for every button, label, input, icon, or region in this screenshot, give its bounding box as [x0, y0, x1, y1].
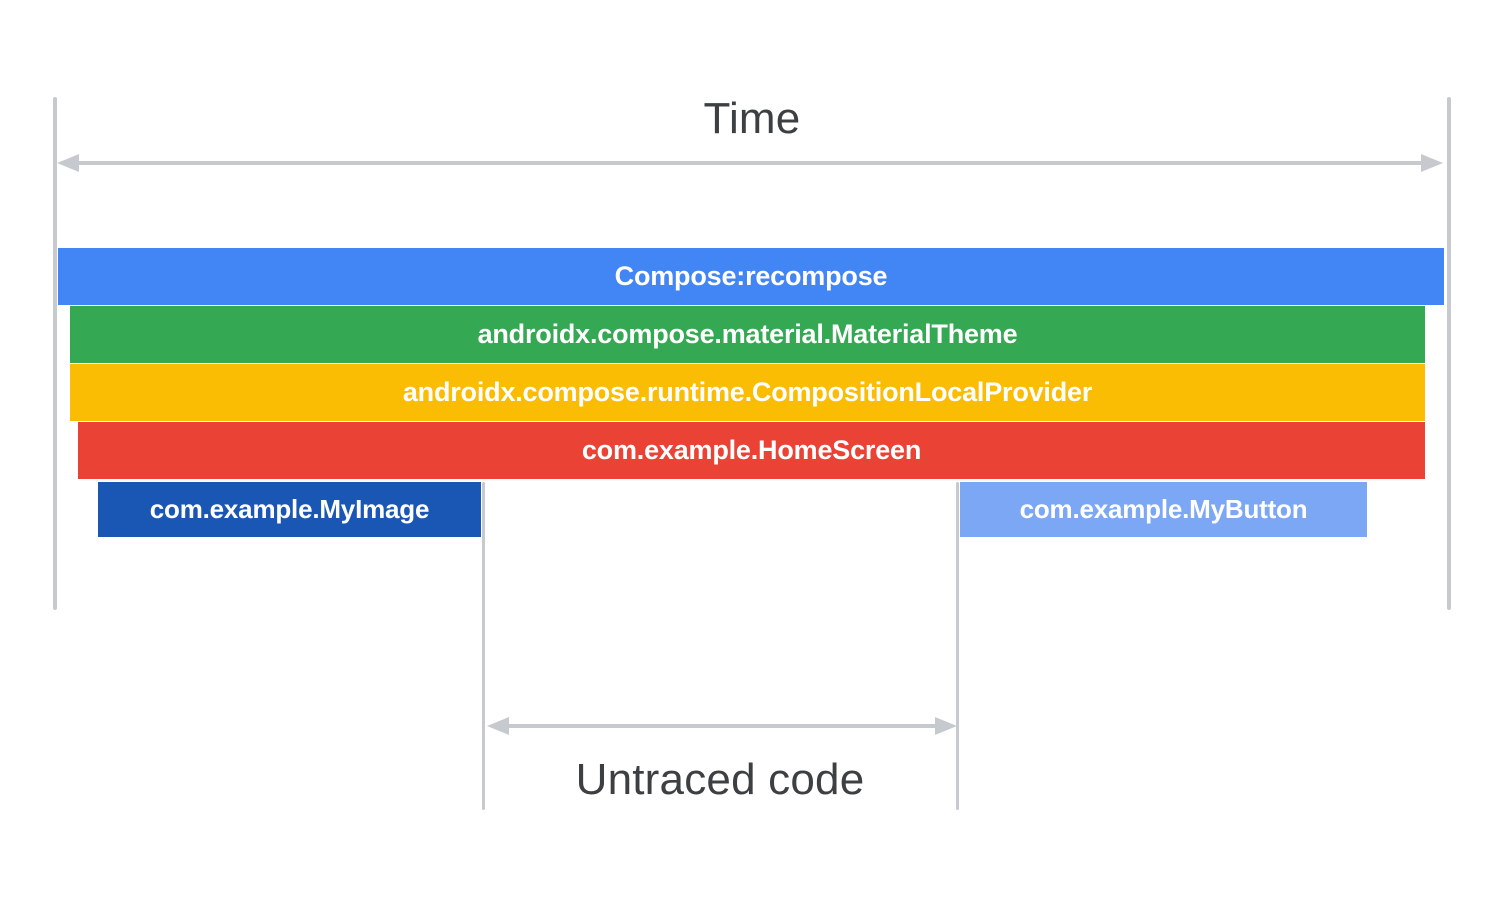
trace-bar-home-screen[interactable]: com.example.HomeScreen: [78, 422, 1425, 479]
untraced-code-arrow: [487, 717, 957, 735]
arrow-head-left-icon: [487, 717, 509, 735]
trace-bar-material-theme[interactable]: androidx.compose.material.MaterialTheme: [70, 306, 1425, 363]
trace-bar-label: com.example.MyButton: [1019, 494, 1308, 524]
time-label: Time: [703, 94, 801, 143]
arrow-head-right-icon: [935, 717, 957, 735]
trace-bar-label: androidx.compose.runtime.CompositionLoca…: [402, 377, 1093, 407]
untraced-left-guide: [482, 482, 485, 810]
trace-bar-label: androidx.compose.material.MaterialTheme: [477, 319, 1018, 349]
trace-bar-composition-local-provider[interactable]: androidx.compose.runtime.CompositionLoca…: [70, 364, 1425, 421]
trace-bar-label: Compose:recompose: [614, 261, 888, 291]
timeline-left-axis: [53, 97, 57, 610]
arrow-head-right-icon: [1421, 154, 1443, 172]
trace-bar-compose-recompose[interactable]: Compose:recompose: [58, 248, 1444, 305]
trace-bar-my-image[interactable]: com.example.MyImage: [98, 482, 481, 537]
timeline-right-axis: [1447, 97, 1451, 610]
untraced-right-guide: [956, 482, 959, 810]
arrow-shaft: [79, 161, 1421, 165]
arrow-shaft: [509, 724, 935, 728]
trace-bar-label: com.example.HomeScreen: [581, 435, 922, 465]
arrow-head-left-icon: [57, 154, 79, 172]
trace-bar-my-button[interactable]: com.example.MyButton: [960, 482, 1367, 537]
untraced-code-label: Untraced code: [575, 755, 865, 804]
time-arrow: [57, 154, 1443, 172]
trace-bar-label: com.example.MyImage: [149, 494, 430, 524]
